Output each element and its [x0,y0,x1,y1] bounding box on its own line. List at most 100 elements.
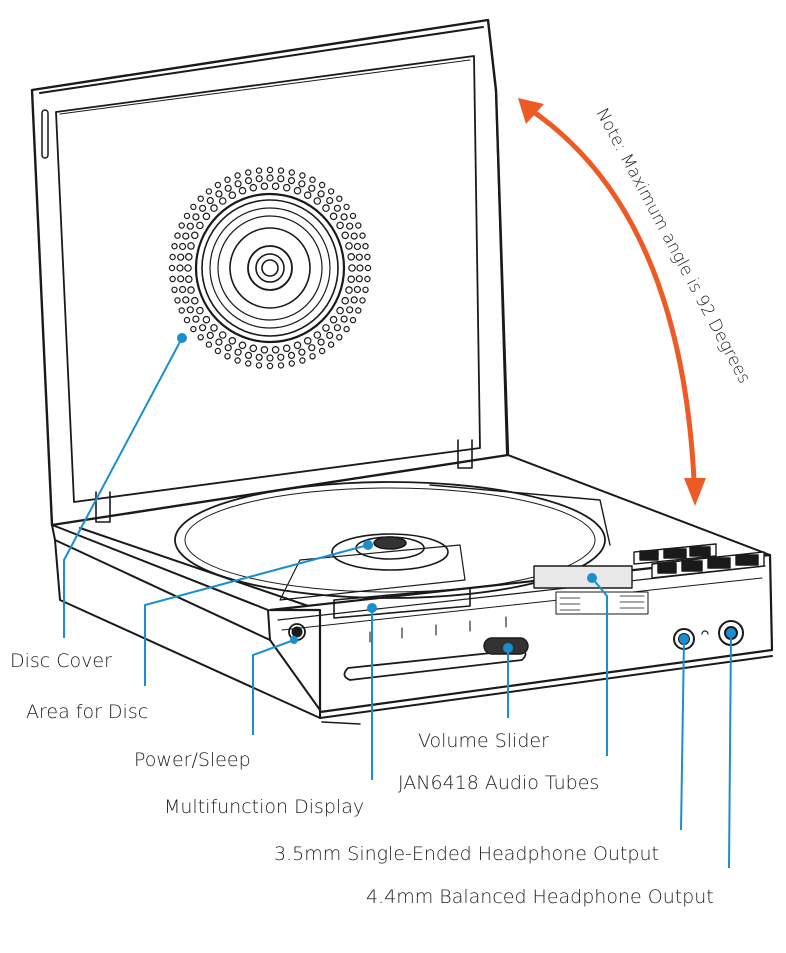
disc-pattern-dot [178,285,187,294]
disc-pattern-dot [336,334,343,341]
disc-pattern-dot [362,286,369,293]
disc-pattern-dot [341,296,350,305]
disc-pattern-dot [187,286,195,294]
label-audio-tubes: JAN6418 Audio Tubes [398,772,600,794]
disc-pattern-dot [210,204,218,212]
label-volume-slider: Volume Slider [418,730,549,752]
disc-pattern-dot [356,264,364,272]
disc-pattern-dot [350,296,358,304]
disc-pattern-dot [282,183,291,192]
disc-pattern-dot [364,264,372,272]
disc-pattern-dot [171,243,178,250]
angle-note: Note: Maximum angle is 92 Degrees [592,105,755,387]
disc-pattern-dot [224,353,231,360]
disc-pattern-dot [210,324,218,332]
disc-pattern-dot [364,253,371,261]
disc-pattern-dot [238,186,247,195]
disc-pattern-dot [178,222,185,229]
disc-pattern-dot [313,197,322,205]
disc-pattern-dot [206,196,214,205]
disc-pattern-dot [244,351,253,360]
disc-pattern-dot [333,204,342,212]
disc-pattern-dot [178,307,185,314]
label-disc-cover: Disc Cover [10,650,112,672]
disc-pattern-dot [362,243,369,250]
disc-pattern-dot [353,285,362,294]
disc-pattern-dot [255,175,263,183]
disc-pattern-dot [336,306,344,315]
player-body [51,454,774,725]
disc-pattern-dot [326,196,334,205]
disc-pattern-dot [298,180,306,188]
disc-pattern-dot [355,253,363,261]
disc-pattern-dot [299,172,306,179]
disc-pattern-dot [359,232,366,239]
disc-pattern-dot [249,183,258,192]
disc-pattern-dot [271,346,280,354]
disc-pattern-dot [347,275,356,284]
disc-pattern-dot [293,186,302,195]
disc-pattern-dot [190,325,197,333]
disc-pattern-dot [202,315,211,324]
disc-pattern-dot [355,222,362,229]
disc-pattern-dot [177,253,185,261]
disc-pattern-dot [343,325,350,333]
disc-pattern-dot [329,315,338,324]
disc-pattern-dot [206,331,214,340]
disc-pattern-dot [245,169,252,176]
disc-pattern-dot [266,362,274,370]
disc-pattern-dot [192,213,200,221]
disc-pattern-dot [303,337,312,345]
label-44mm-output: 4.4mm Balanced Headphone Output [366,886,714,908]
disc-pattern-dot [318,181,326,189]
disc-pattern-dot [346,222,354,230]
disc-pattern-dot [364,275,371,283]
disc-pattern-dot [238,341,247,350]
disc-pattern-dot [329,212,338,221]
disc-pattern-dot [228,191,237,200]
disc-pattern-dot [198,324,207,332]
disc-pattern-dot [192,315,200,323]
disc-pattern-dot [343,203,350,211]
disc-pattern-dot [350,232,358,240]
disc-pattern-dot [355,307,362,314]
label-35mm-output: 3.5mm Single-Ended Headphone Output [274,843,659,865]
disc-pattern-dot [202,212,211,221]
disc-pattern-dot [249,344,258,353]
disc-pattern-dot [234,180,242,188]
disc-pattern-dot [205,341,213,348]
disc-pattern-dot [318,347,326,355]
disc-pattern-dot [317,338,325,346]
disc-pattern-dot [169,253,176,261]
disc-pattern-dot [355,275,363,283]
disc-pattern-dot [214,347,222,355]
disc-pattern-dot [298,348,306,356]
disc-pattern-dot [169,275,176,283]
disc-pattern-dot [234,172,241,179]
disc-pattern-dot [177,275,185,283]
disc-pattern-dot [317,190,325,198]
disc-pattern-dot [182,232,190,240]
disc-pattern-dot [287,176,296,185]
disc-pattern-dot [245,360,252,367]
disc-pattern-dot [277,362,285,369]
disc-pattern-dot [215,338,223,346]
disc-pattern-dot [174,232,181,239]
disc-pattern-dot [333,324,342,332]
disc-pattern-dot [218,331,227,339]
disc-pattern-dot [293,341,302,350]
disc-pattern-dot [313,331,322,339]
disc-pattern-dot [178,242,187,251]
disc-pattern-dot [327,341,335,348]
disc-pattern-dot [171,286,178,293]
disc-pattern-dot [271,182,280,191]
disc-pattern-dot [196,221,204,230]
disc-pattern-dot [198,204,207,212]
disc-pattern-dot [277,353,285,361]
disc-pattern-dot [277,175,285,183]
disc-pattern-dot [218,197,227,205]
disc-pattern-dot [255,167,263,174]
disc-pattern-dot [234,357,241,364]
